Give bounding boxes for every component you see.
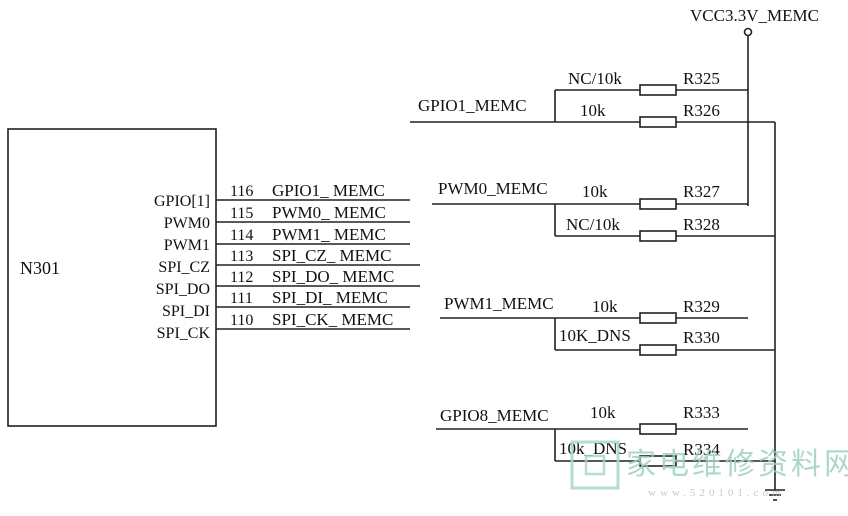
resistor-ref-r325: R325	[683, 69, 720, 88]
pin-number-113: 113	[230, 248, 253, 265]
resistor-r334	[639, 455, 677, 467]
resistor-value-r326: 10k	[580, 101, 606, 120]
resistor-r326	[639, 116, 677, 128]
resistor-ref-r328: R328	[683, 215, 720, 234]
resistor-r325	[639, 84, 677, 96]
pin-label-pwm0: PWM0	[164, 215, 210, 232]
strap-net-pwm1: PWM1_MEMC	[444, 294, 554, 313]
strap-net-gpio1: GPIO1_MEMC	[418, 96, 527, 115]
pin-label-spi-ck: SPI_CK	[157, 325, 211, 342]
pin-net-pwm0: PWM0_ MEMC	[272, 203, 386, 222]
pin-net-spi-di: SPI_DI_ MEMC	[272, 288, 388, 307]
resistor-value-r334: 10k_DNS	[559, 439, 627, 458]
strap-net-pwm0: PWM0_MEMC	[438, 179, 548, 198]
resistor-value-r327: 10k	[582, 182, 608, 201]
resistor-ref-r333: R333	[683, 403, 720, 422]
resistor-ref-r326: R326	[683, 101, 720, 120]
resistor-r330	[639, 344, 677, 356]
strap-group-pwm0: PWM0_MEMC 10k R327 NC/10k R328	[432, 179, 775, 242]
pin-label-spi-do: SPI_DO	[156, 281, 210, 298]
pin-net-pwm1: PWM1_ MEMC	[272, 225, 386, 244]
pin-label-gpio1: GPIO[1]	[154, 193, 210, 210]
watermark: 家电维修资料网 www.520101.com	[570, 440, 848, 499]
chip-body	[7, 128, 217, 427]
resistor-value-r329: 10k	[592, 297, 618, 316]
resistor-ref-r327: R327	[683, 182, 720, 201]
pin-number-111: 111	[230, 290, 253, 307]
pin-number-116: 116	[230, 183, 253, 200]
pin-number-114: 114	[230, 227, 253, 244]
resistor-value-r328: NC/10k	[566, 215, 620, 234]
pin-label-pwm1: PWM1	[164, 237, 210, 254]
pin-label-spi-di: SPI_DI	[162, 303, 210, 320]
pin-net-spi-do: SPI_DO_ MEMC	[272, 267, 394, 286]
resistor-value-r333: 10k	[590, 403, 616, 422]
strap-group-gpio1: GPIO1_MEMC NC/10k R325 10k R326	[410, 69, 775, 128]
supply-label: VCC3.3V_MEMC	[690, 6, 819, 25]
resistor-r327	[639, 198, 677, 210]
pin-net-spi-ck: SPI_CK_ MEMC	[272, 310, 393, 329]
resistor-r329	[639, 312, 677, 324]
pin-number-112: 112	[230, 269, 253, 286]
strap-group-gpio8: GPIO8_MEMC 10k R333 10k_DNS R334	[436, 403, 775, 467]
resistor-ref-r330: R330	[683, 328, 720, 347]
resistor-r328	[639, 230, 677, 242]
pin-number-115: 115	[230, 205, 253, 222]
power-rail: VCC3.3V_MEMC	[690, 6, 819, 501]
resistor-value-r330: 10K_DNS	[559, 326, 631, 345]
resistor-ref-r329: R329	[683, 297, 720, 316]
pin-net-spi-cz: SPI_CZ_ MEMC	[272, 246, 392, 265]
strap-net-gpio8: GPIO8_MEMC	[440, 406, 549, 425]
pin-label-spi-cz: SPI_CZ	[158, 259, 210, 276]
watermark-logo	[570, 440, 620, 490]
pin-wires	[216, 199, 420, 330]
watermark-text: 家电维修资料网	[626, 448, 848, 481]
resistor-r333	[639, 423, 677, 435]
resistor-value-r325: NC/10k	[568, 69, 622, 88]
supply-terminal	[743, 27, 753, 37]
resistor-ref-r334: R334	[683, 440, 720, 459]
ground-symbol	[765, 489, 785, 501]
watermark-url: www.520101.com	[648, 487, 785, 499]
strap-group-pwm1: PWM1_MEMC 10k R329 10K_DNS R330	[440, 294, 775, 356]
pin-net-gpio1: GPIO1_ MEMC	[272, 181, 385, 200]
chip-n301: N301 GPIO[1] PWM0 PWM1 SPI_CZ SPI_DO SPI…	[7, 128, 420, 427]
pin-number-110: 110	[230, 312, 253, 329]
chip-ref: N301	[20, 258, 60, 278]
